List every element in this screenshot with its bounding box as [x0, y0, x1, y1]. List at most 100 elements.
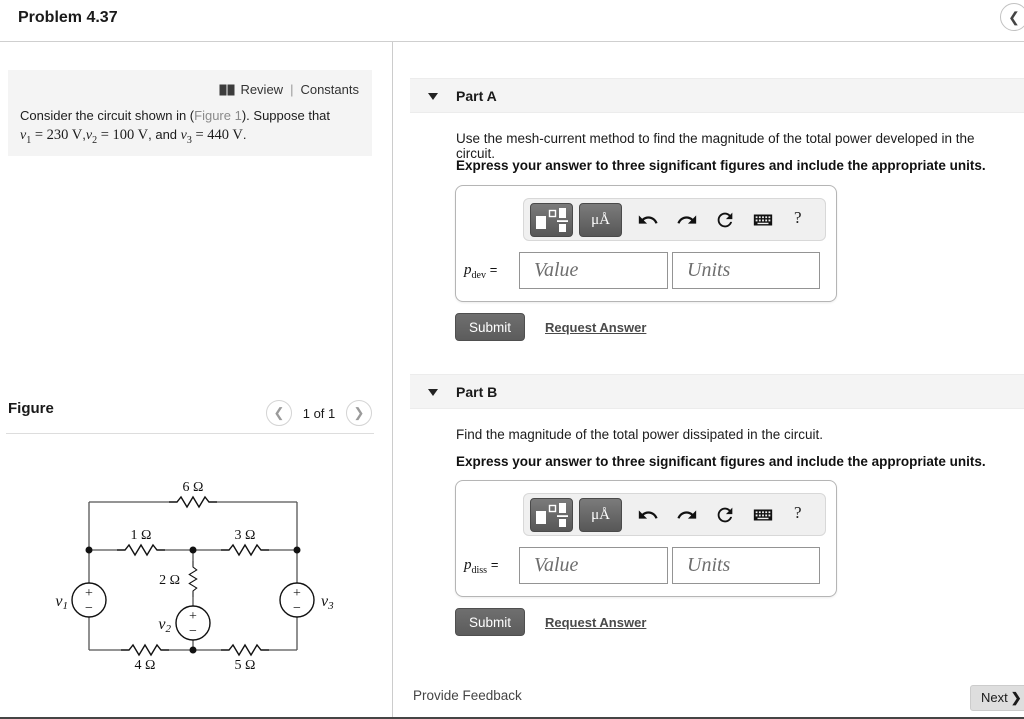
plus-sign: + — [293, 586, 301, 601]
part-b-value-input[interactable] — [519, 547, 668, 584]
micro-angstrom-icon: μÅ — [591, 212, 610, 228]
circuit-labels: 6 Ω 1 Ω 3 Ω 2 Ω 4 Ω 5 Ω v1 v2 v3 — [55, 480, 334, 673]
minus-sign: − — [293, 601, 301, 616]
part-b-units-input[interactable] — [672, 547, 820, 584]
part-b-request-answer-link[interactable]: Request Answer — [545, 615, 647, 630]
tab-constants[interactable]: Constants — [300, 82, 359, 97]
circuit-diagram: + − + − + − 6 Ω 1 Ω 3 Ω 2 Ω 4 Ω 5 Ω v1 v… — [55, 480, 334, 673]
chevron-left-icon: ❮ — [1008, 9, 1020, 25]
math-template-button[interactable] — [530, 203, 573, 237]
part-a-label: Part A — [456, 88, 497, 104]
equation-toolbar: μÅ ? — [523, 493, 826, 536]
plus-sign: + — [85, 586, 93, 601]
window-bottom-edge — [0, 717, 1024, 719]
part-b-submit-button[interactable]: Submit — [455, 608, 525, 636]
source-label-v2: v2 — [158, 616, 171, 635]
tab-review-label: Review — [240, 82, 284, 97]
top-header: Problem 4.37 ❮ — [0, 0, 1024, 42]
given-tail: , and — [148, 127, 181, 142]
given-unit: V — [71, 127, 83, 143]
template-icon — [536, 208, 568, 232]
chevron-right-icon: ❯ — [1010, 690, 1022, 705]
template-icon — [536, 503, 568, 527]
micro-angstrom-icon: μÅ — [591, 507, 610, 523]
given-tail: . — [242, 127, 247, 142]
resistor-label-1ohm: 1 Ω — [131, 528, 152, 543]
circuit-wires — [88, 501, 298, 651]
collapse-panel-button[interactable]: ❮ — [1000, 3, 1024, 31]
figure-prev-button[interactable]: ❮ — [266, 400, 292, 426]
item-tabs: Review|Constants — [219, 82, 359, 99]
part-b-instruction: Express your answer to three significant… — [456, 454, 986, 469]
help-button[interactable]: ? — [794, 208, 802, 227]
given-value: = 440 — [191, 127, 233, 143]
next-button[interactable]: Next❯ — [970, 685, 1024, 711]
tab-constants-label: Constants — [300, 82, 359, 97]
units-picker-button[interactable]: μÅ — [579, 498, 622, 532]
part-b-label: Part B — [456, 384, 498, 400]
figure-1-link[interactable]: Figure 1 — [194, 108, 242, 123]
collapse-caret-icon[interactable] — [428, 389, 438, 396]
figure-divider — [6, 433, 374, 434]
part-a-request-answer-link[interactable]: Request Answer — [545, 320, 647, 335]
provide-feedback-link[interactable]: Provide Feedback — [413, 688, 522, 703]
part-a-submit-button[interactable]: Submit — [455, 313, 525, 341]
redo-icon[interactable] — [676, 209, 698, 231]
given-tail: , — [82, 127, 86, 142]
book-icon — [219, 84, 235, 99]
keyboard-icon[interactable] — [752, 209, 774, 231]
equation-toolbar: μÅ ? — [523, 198, 826, 241]
collapse-caret-icon[interactable] — [428, 93, 438, 100]
page-title: Problem 4.37 — [18, 9, 118, 26]
given-unit: V — [137, 127, 149, 143]
problem-statement-box: Review|Constants Consider the circuit sh… — [8, 70, 372, 156]
part-b-answer-box: μÅ ? pdiss = — [455, 480, 837, 597]
circuit-nodes — [85, 546, 301, 654]
part-a-question: Use the mesh-current method to find the … — [456, 131, 975, 161]
problem-statement: Consider the circuit shown in (Figure 1)… — [20, 106, 364, 150]
part-a-answer-box: μÅ ? pdev = — [455, 185, 837, 302]
undo-icon[interactable] — [637, 504, 659, 526]
resistor-label-6ohm: 6 Ω — [183, 480, 204, 495]
resistor-label-3ohm: 3 Ω — [235, 528, 256, 543]
part-a-value-input[interactable] — [519, 252, 668, 289]
source-label-v1: v1 — [55, 593, 68, 612]
units-picker-button[interactable]: μÅ — [579, 203, 622, 237]
resistor-label-4ohm: 4 Ω — [135, 658, 156, 673]
figure-heading: Figure — [8, 400, 54, 417]
given-value: = 100 — [97, 127, 138, 143]
redo-icon[interactable] — [676, 504, 698, 526]
given-unit: V — [232, 127, 243, 143]
given-var: v1 — [20, 128, 32, 146]
chevron-left-icon: ❮ — [273, 405, 285, 420]
plus-sign: + — [189, 609, 197, 624]
figure-next-button[interactable]: ❯ — [346, 400, 372, 426]
keyboard-icon[interactable] — [752, 504, 774, 526]
minus-sign: − — [85, 601, 93, 616]
chevron-right-icon: ❯ — [353, 405, 365, 420]
reset-icon[interactable] — [714, 504, 736, 526]
statement-text: ). Suppose that — [241, 108, 331, 123]
part-a-header[interactable]: Part A — [410, 78, 1024, 113]
resistor-label-5ohm: 5 Ω — [235, 658, 256, 673]
undo-icon[interactable] — [637, 209, 659, 231]
tab-review[interactable]: Review — [219, 82, 283, 99]
reset-icon[interactable] — [714, 209, 736, 231]
source-label-v3: v3 — [321, 593, 334, 612]
left-panel: Review|Constants Consider the circuit sh… — [0, 42, 393, 719]
part-b-header[interactable]: Part B — [410, 374, 1024, 409]
math-template-button[interactable] — [530, 498, 573, 532]
right-panel: Part A Use the mesh-current method to fi… — [394, 42, 1024, 719]
minus-sign: − — [189, 624, 197, 639]
given-var: v3 — [180, 128, 192, 146]
voltage-sources: + − + − + − — [71, 582, 315, 641]
given-value: = 230 — [31, 127, 72, 143]
figure-pager-label: 1 of 1 — [302, 406, 336, 421]
part-b-answer-variable: pdiss = — [464, 557, 499, 576]
help-button[interactable]: ? — [794, 503, 802, 522]
part-b-question: Find the magnitude of the total power di… — [456, 427, 823, 442]
next-label: Next — [981, 690, 1008, 705]
part-a-instruction: Express your answer to three significant… — [456, 158, 986, 173]
part-a-units-input[interactable] — [672, 252, 820, 289]
